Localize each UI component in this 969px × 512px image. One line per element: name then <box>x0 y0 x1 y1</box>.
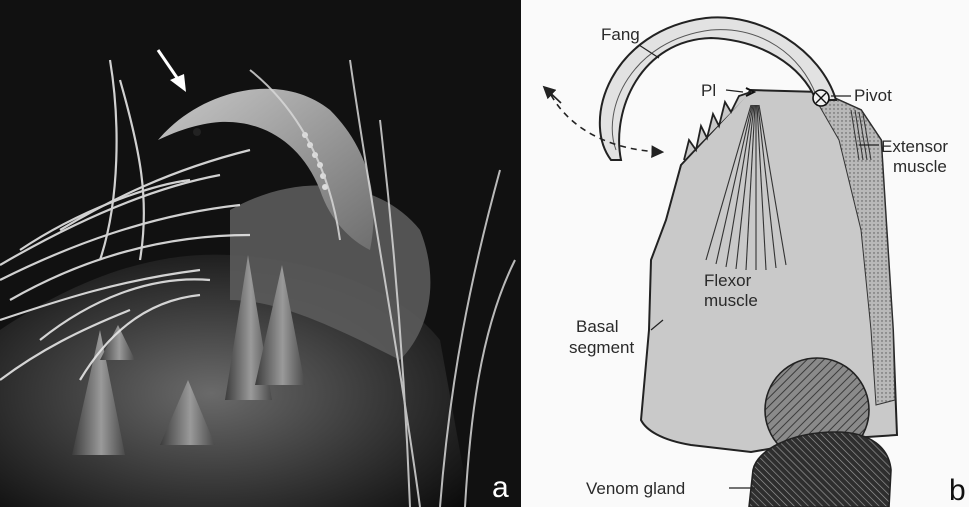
label-flexor-line1: Flexor <box>704 271 752 290</box>
chelicera-diagram: Fang Pl Pivot Extensor muscle Flexor mus… <box>521 0 969 507</box>
label-extensor-line2: muscle <box>893 157 947 176</box>
label-basal-line2: segment <box>569 338 634 357</box>
label-basal-line1: Basal <box>576 317 619 336</box>
sem-image: a <box>0 0 521 507</box>
label-flexor-line2: muscle <box>704 291 758 310</box>
panel-a-letter: a <box>492 471 509 504</box>
label-pl: Pl <box>701 81 716 100</box>
panel-b-letter: b <box>949 474 966 507</box>
label-fang: Fang <box>601 25 640 44</box>
label-extensor-line1: Extensor <box>881 137 948 156</box>
label-pivot: Pivot <box>854 86 892 105</box>
panel-b-diagram: Fang Pl Pivot Extensor muscle Flexor mus… <box>521 0 969 507</box>
panel-a-micrograph: a <box>0 0 521 507</box>
label-venom-gland: Venom gland <box>586 479 685 498</box>
